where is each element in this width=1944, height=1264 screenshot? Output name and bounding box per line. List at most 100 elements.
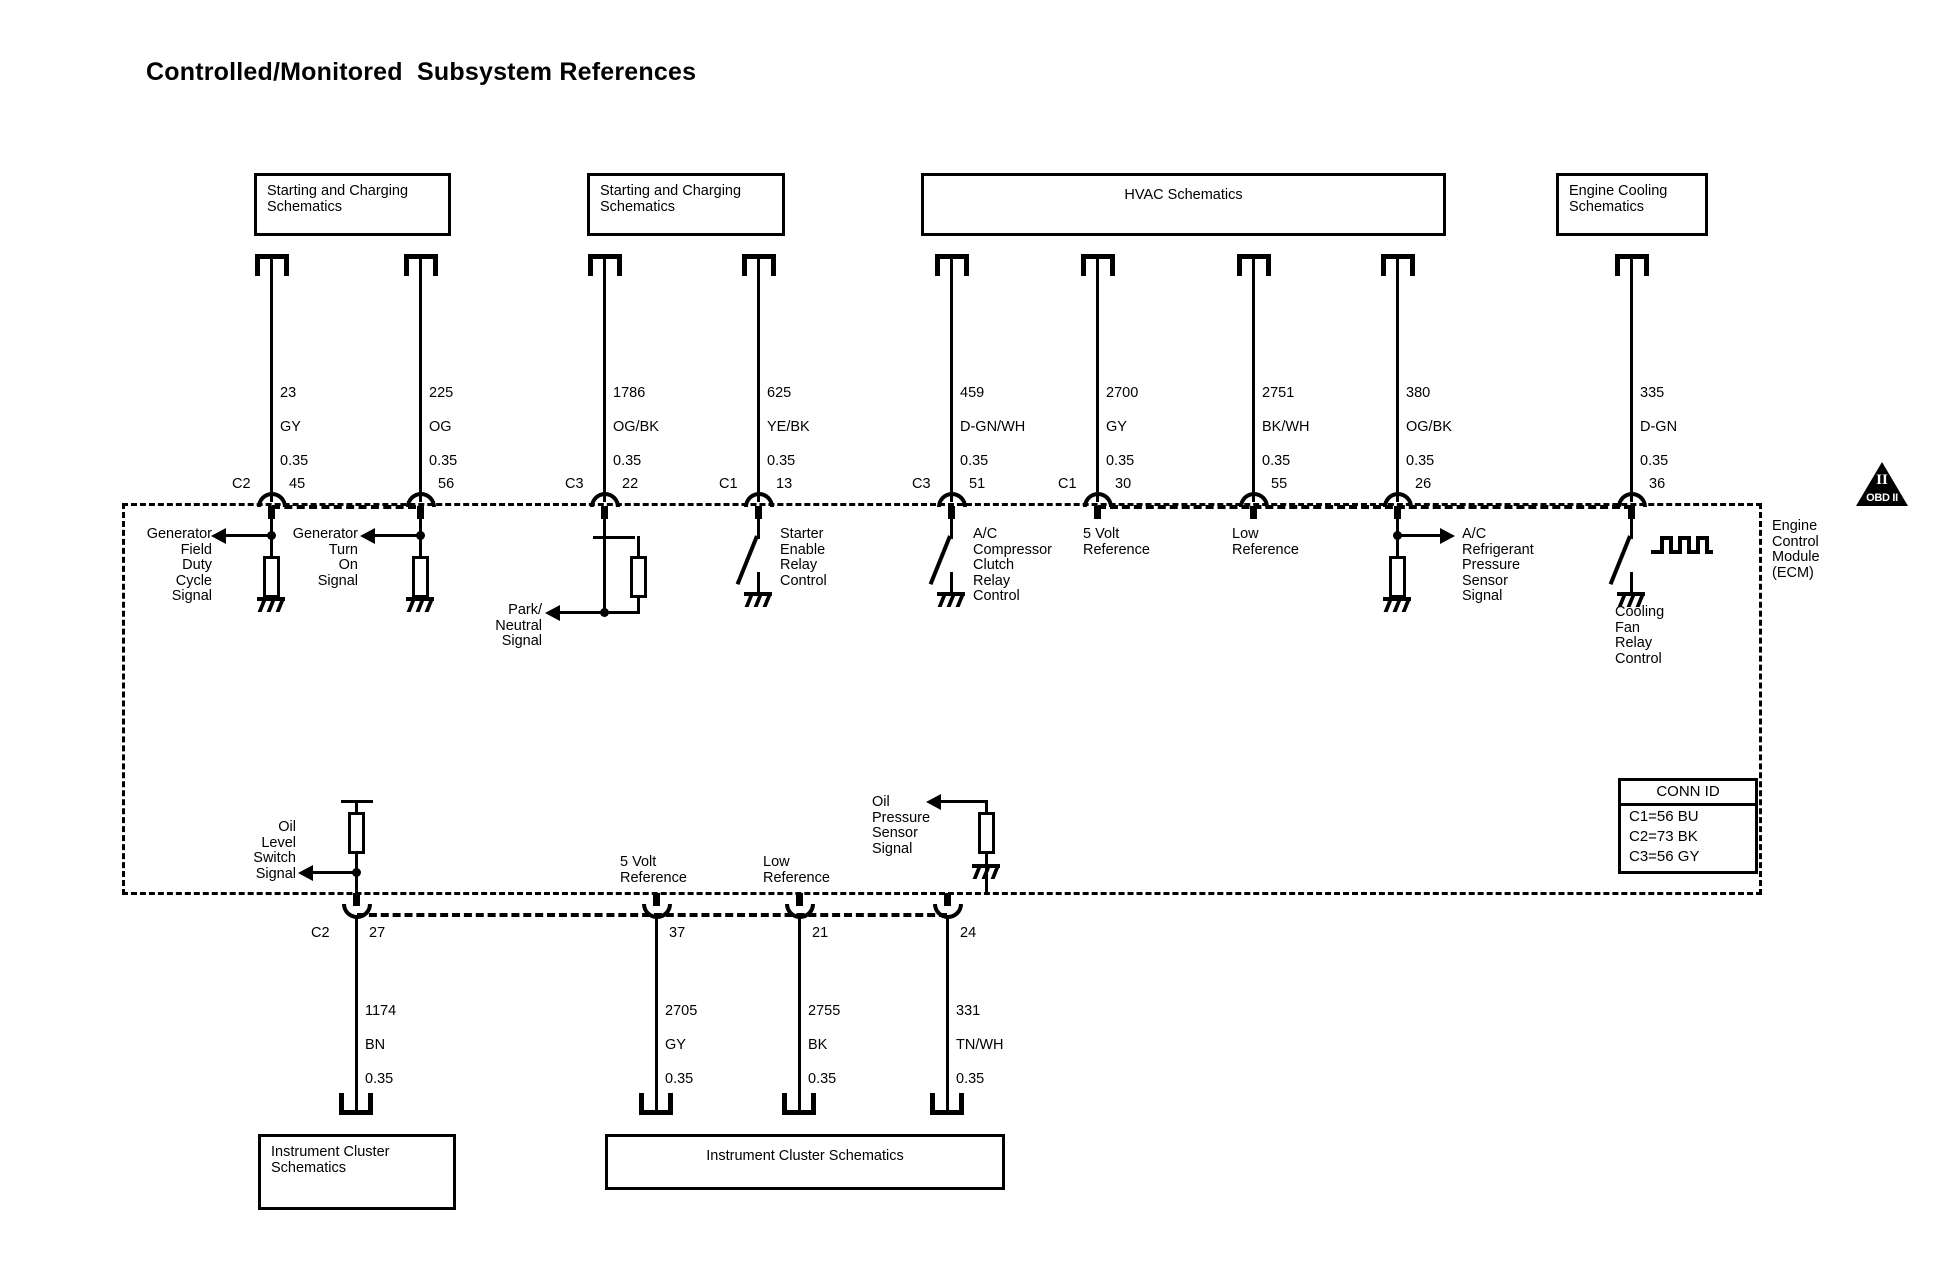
pin-label-22: 22: [622, 476, 639, 492]
internal-branch-331: [941, 800, 987, 803]
connector-staple-icon: [639, 1093, 673, 1115]
conn-id-header: CONN ID: [1621, 781, 1755, 806]
pin-label-21: 21: [812, 925, 829, 941]
wire-gauge: 0.35: [429, 453, 458, 469]
wire-id: 1174: [365, 1003, 397, 1019]
wire-color: OG: [429, 419, 452, 435]
reference-box-engine-cooling[interactable]: Engine Cooling Schematics: [1556, 173, 1708, 236]
wire-23: [270, 254, 273, 502]
ecm-pin-bus-dash: [1098, 505, 1632, 509]
conn-id-row-c1: C1=56 BU: [1629, 808, 1699, 825]
junction-dot: [267, 531, 276, 540]
connector-staple-icon: [782, 1093, 816, 1115]
ecm-boundary: [122, 503, 1762, 895]
reference-box-instrument-cluster-2[interactable]: Instrument Cluster Schematics: [605, 1134, 1005, 1190]
wire-gauge: 0.35: [1106, 453, 1135, 469]
wire-gauge: 0.35: [365, 1071, 394, 1087]
connector-staple-icon: [930, 1093, 964, 1115]
arrow-left-icon: [926, 794, 941, 810]
arrow-left-icon: [211, 528, 226, 544]
internal-wire-1786: [603, 519, 606, 612]
wire-color: D-GN/WH: [960, 419, 1026, 435]
connector-label-c2: C2: [232, 476, 251, 492]
ground-icon: [1383, 597, 1411, 613]
internal-cap-1174: [341, 800, 373, 803]
wire-331-lower: [946, 918, 949, 1113]
pin-connector-icon: [937, 492, 967, 519]
connector-staple-icon: [339, 1093, 373, 1115]
signal-label-starter-enable-relay-control: Starter Enable Relay Control: [780, 526, 827, 589]
wire-1174-lower: [355, 918, 358, 1113]
connector-label-c1: C1: [719, 476, 738, 492]
pin-label-24: 24: [960, 925, 977, 941]
internal-wire-459: [950, 519, 953, 539]
internal-wire-335b: [1630, 572, 1633, 594]
wire-id: 23: [280, 385, 297, 401]
wire-gauge: 0.35: [956, 1071, 985, 1087]
ground-icon: [972, 864, 1000, 880]
ground-icon: [406, 597, 434, 613]
signal-label-low-reference-top: Low Reference: [1232, 526, 1299, 558]
reference-box-starting-charging-2[interactable]: Starting and Charging Schematics: [587, 173, 785, 236]
wire-label-2755: 2755 BK 0.35: [808, 986, 840, 1088]
signal-label-oil-pressure-sensor: Oil Pressure Sensor Signal: [872, 794, 931, 857]
wire-label-625: 625 YE/BK 0.35: [767, 368, 810, 470]
pin-connector-icon: [1383, 492, 1413, 519]
pin-label-51: 51: [969, 476, 986, 492]
wire-label-331: 331 TN/WH 0.35: [956, 986, 1004, 1088]
connector-label-c1b: C1: [1058, 476, 1077, 492]
pin-connector-icon: [342, 893, 372, 919]
square-wave-icon: [1651, 536, 1713, 554]
wire-label-1174: 1174 BN 0.35: [365, 986, 396, 1088]
pin-connector-icon: [1083, 492, 1113, 519]
wire-label-23: 23 GY 0.35: [280, 368, 308, 470]
junction-dot: [416, 531, 425, 540]
internal-wire-335: [1630, 519, 1633, 539]
wire-gauge: 0.35: [665, 1071, 694, 1087]
reference-box-label: Starting and Charging Schematics: [267, 183, 409, 215]
wire-225: [419, 254, 422, 502]
resistor-icon: [412, 556, 429, 598]
wire-gauge: 0.35: [767, 453, 796, 469]
wire-label-1786: 1786 OG/BK 0.35: [613, 368, 659, 470]
wire-label-335: 335 D-GN 0.35: [1640, 368, 1677, 470]
wire-color: D-GN: [1640, 419, 1678, 435]
wire-id: 2700: [1106, 385, 1139, 401]
reference-box-label: HVAC Schematics: [1124, 187, 1243, 203]
reference-box-hvac[interactable]: HVAC Schematics: [921, 173, 1446, 236]
wire-2705-lower: [655, 918, 658, 1113]
reference-box-instrument-cluster-1[interactable]: Instrument Cluster Schematics: [258, 1134, 456, 1210]
obd-caption: OBD II: [1866, 492, 1898, 504]
wire-label-380: 380 OG/BK 0.35: [1406, 368, 1452, 470]
wire-color: BN: [365, 1037, 386, 1053]
wire-color: BK: [808, 1037, 828, 1053]
pin-label-56: 56: [438, 476, 455, 492]
arrow-left-icon: [298, 865, 313, 881]
resistor-icon: [263, 556, 280, 598]
wire-id: 2705: [665, 1003, 698, 1019]
wire-label-2705: 2705 GY 0.35: [665, 986, 697, 1088]
pin-connector-icon: [933, 893, 963, 919]
signal-label-5-volt-reference-bottom: 5 Volt Reference: [620, 854, 687, 886]
wire-label-459: 459 D-GN/WH 0.35: [960, 368, 1025, 470]
pin-label-37: 37: [669, 925, 686, 941]
connector-label-c3: C3: [565, 476, 584, 492]
ecm-module-label: Engine Control Module (ECM): [1772, 518, 1820, 581]
pin-label-13: 13: [776, 476, 793, 492]
wire-2700: [1096, 254, 1099, 502]
connector-label-c2-bottom: C2: [311, 925, 330, 941]
signal-label-generator-field-duty-cycle: Generator Field Duty Cycle Signal: [146, 526, 212, 604]
connector-label-c3b: C3: [912, 476, 931, 492]
reference-box-starting-charging-1[interactable]: Starting and Charging Schematics: [254, 173, 451, 236]
signal-label-park-neutral: Park/ Neutral Signal: [495, 602, 542, 649]
signal-label-ac-refrigerant-pressure-sensor: A/C Refrigerant Pressure Sensor Signal: [1462, 526, 1534, 604]
pin-label-30: 30: [1115, 476, 1132, 492]
page-title: Controlled/Monitored Subsystem Reference…: [146, 58, 697, 86]
wire-id: 225: [429, 385, 454, 401]
conn-id-row-c3: C3=56 GY: [1629, 848, 1700, 865]
internal-branch-23: [226, 534, 272, 537]
pin-connector-icon: [1239, 492, 1269, 519]
wire-2751: [1252, 254, 1255, 502]
pin-label-27: 27: [369, 925, 386, 941]
wire-2755-lower: [798, 918, 801, 1113]
